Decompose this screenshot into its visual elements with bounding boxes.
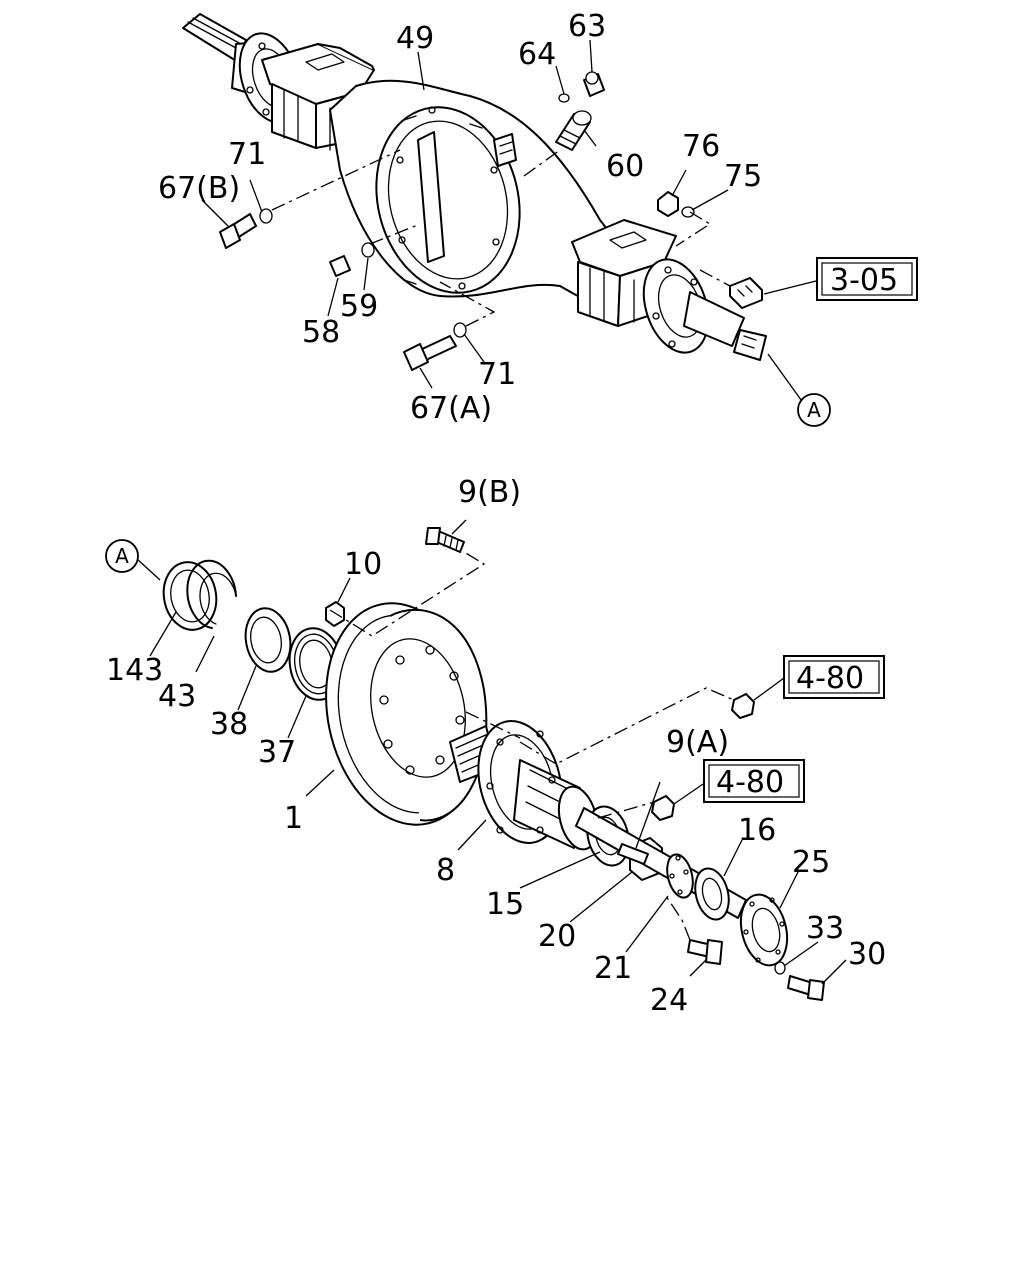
- label-38: 38: [210, 707, 248, 742]
- label-58: 58: [302, 315, 340, 350]
- hub-and-drum: [162, 559, 789, 967]
- label-25: 25: [792, 845, 830, 880]
- label-63: 63: [568, 9, 606, 44]
- label-20: 20: [538, 919, 576, 954]
- axle-housing: [182, 13, 767, 361]
- connector-a-top-label: A: [807, 398, 821, 422]
- connector-markers: A A: [105, 393, 831, 573]
- label-60: 60: [606, 149, 644, 184]
- ref-box-4-80-upper[interactable]: 4-80: [783, 655, 885, 699]
- label-64: 64: [518, 37, 556, 72]
- label-9a: 9(A): [666, 725, 729, 760]
- label-10: 10: [344, 547, 382, 582]
- ref-box-4-80-lower[interactable]: 4-80: [703, 759, 805, 803]
- label-76: 76: [682, 129, 720, 164]
- connector-a-bottom-label: A: [115, 544, 129, 568]
- label-30: 30: [848, 937, 886, 972]
- label-71-bottom: 71: [478, 357, 516, 392]
- label-37: 37: [258, 735, 296, 770]
- label-75: 75: [724, 159, 762, 194]
- ref-label-3-05: 3-05: [830, 263, 898, 298]
- label-43: 43: [158, 679, 196, 714]
- label-49: 49: [396, 21, 434, 56]
- hub-hardware: [325, 527, 825, 1001]
- label-8: 8: [436, 853, 455, 888]
- label-1: 1: [284, 801, 303, 836]
- connector-a-top: A: [797, 393, 831, 427]
- label-71-top: 71: [228, 137, 266, 172]
- label-15: 15: [486, 887, 524, 922]
- part-labels: 49 63 64 60 76 75 71 67(B) 59 58 71 67(A…: [106, 9, 886, 1018]
- label-143: 143: [106, 653, 163, 688]
- top-leaders: [201, 39, 821, 405]
- connector-a-bottom: A: [105, 539, 139, 573]
- label-9b: 9(B): [458, 475, 521, 510]
- label-59: 59: [340, 289, 378, 324]
- housing-hardware: [219, 71, 763, 371]
- label-21: 21: [594, 951, 632, 986]
- label-16: 16: [738, 813, 776, 848]
- label-24: 24: [650, 983, 688, 1018]
- ref-box-3-05[interactable]: 3-05: [816, 257, 918, 301]
- bottom-leaders: [135, 519, 847, 985]
- label-67b: 67(B): [158, 171, 240, 206]
- label-67a: 67(A): [410, 391, 492, 426]
- label-33: 33: [806, 911, 844, 946]
- ref-label-4-80-lower: 4-80: [716, 765, 784, 800]
- ref-label-4-80-upper: 4-80: [796, 661, 864, 696]
- reference-boxes: 3-05 4-80 4-80: [703, 257, 918, 803]
